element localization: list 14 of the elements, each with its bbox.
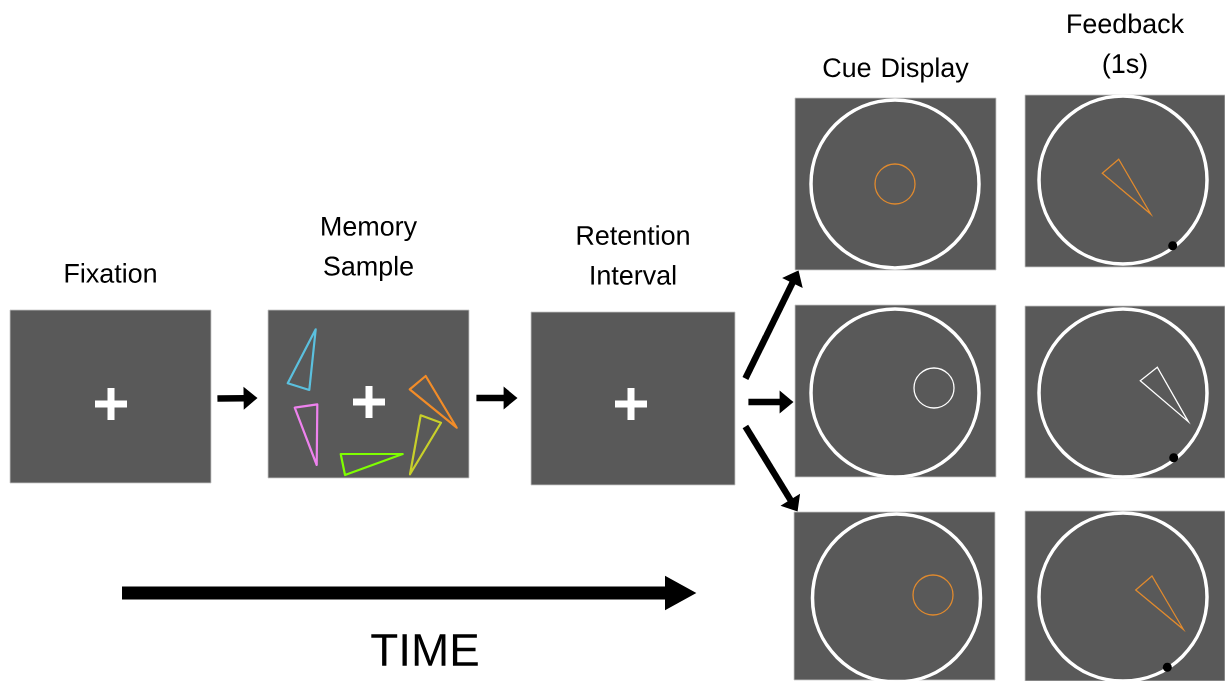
node-label: Cue Display (823, 57, 969, 83)
node-label: Memory Sample (322, 217, 418, 281)
axis-label: TIME (371, 634, 478, 666)
stimulus-screen: Feedback (1s) (1024, 13, 1225, 268)
stimulus-screen: Cue Display (794, 57, 997, 271)
node-label: Feedback (1s) (1068, 13, 1185, 79)
stimulus-screen (794, 304, 997, 478)
stimulus-screen (1024, 305, 1225, 479)
stimulus-screen: Fixation (9, 263, 212, 484)
node-label: Fixation (65, 263, 156, 283)
stimulus-screen (793, 511, 996, 681)
stimulus-screen: Retention Interval (530, 225, 736, 486)
node-label: Retention Interval (577, 225, 689, 285)
stimulus-screen: Memory Sample (267, 217, 470, 479)
